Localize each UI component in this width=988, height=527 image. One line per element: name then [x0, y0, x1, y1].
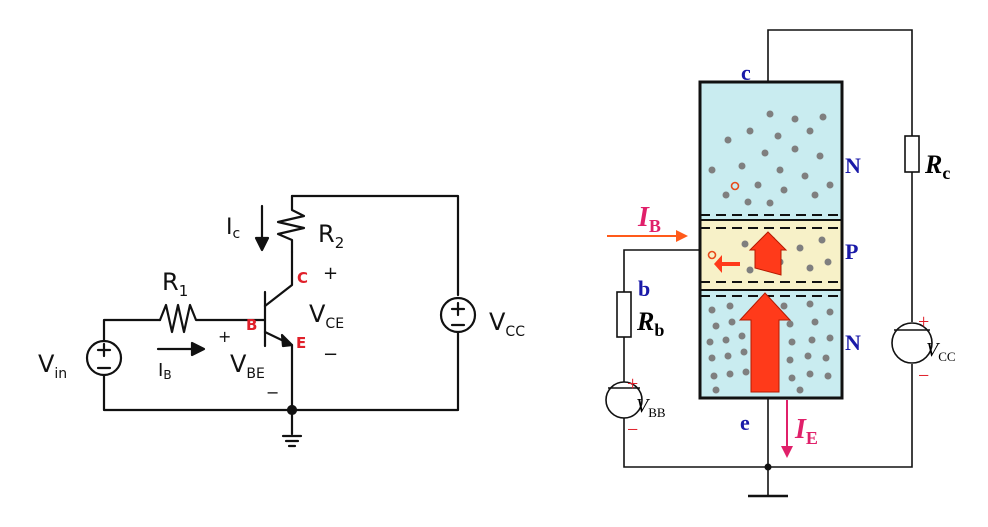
region-mid-label: P — [845, 239, 858, 264]
vbb-plus: + — [627, 373, 638, 395]
emitter-label: e — [740, 410, 750, 435]
vcc-right-label: VCC — [926, 339, 956, 364]
emitter-arrow-icon — [280, 333, 294, 348]
rc-resistor-icon — [904, 135, 920, 173]
left-circuit — [85, 194, 477, 448]
vbe-label: VBE — [230, 350, 265, 382]
emitter-current-arrow-icon — [738, 292, 792, 393]
ib-arrow-icon — [190, 341, 206, 357]
left-labels: Ic R2 R1 Vin IB VBE VCE VCC + − + − B C … — [38, 215, 525, 402]
rb-label: Rb — [636, 307, 664, 340]
ic-arrow-icon — [254, 236, 270, 252]
vce-plus: + — [323, 263, 338, 284]
vin-label: Vin — [38, 350, 67, 382]
vbb-label: VBB — [636, 395, 666, 420]
vce-minus: − — [323, 344, 338, 365]
vbe-minus: − — [266, 383, 279, 402]
ib-right-label: IB — [637, 202, 661, 236]
right-diagram — [605, 29, 933, 498]
vbb-source-icon — [605, 381, 643, 419]
ic-label: Ic — [226, 215, 240, 242]
vcc-label: VCC — [489, 308, 525, 340]
vce-label: VCE — [309, 300, 344, 332]
rc-label: Rc — [924, 150, 950, 183]
ib-label: IB — [158, 360, 172, 382]
r2-label: R2 — [318, 220, 344, 252]
ie-right-label: IE — [794, 414, 818, 448]
n-region-collector — [699, 81, 843, 221]
right-labels: c b e N P N IB IE Rb Rc VBB VCC + − + − — [627, 60, 956, 448]
rb-resistor-icon — [616, 291, 632, 338]
node-e-label: E — [296, 334, 306, 352]
vcc-minus: − — [918, 365, 929, 387]
hole-marker — [730, 181, 740, 191]
node-b-label: B — [246, 316, 257, 334]
carrier-dots — [706, 110, 834, 394]
vbb-minus: − — [627, 419, 638, 441]
ib-arrow-icon — [676, 230, 688, 242]
node-c-label: C — [297, 269, 308, 287]
hole-marker — [707, 250, 717, 260]
collector-current-arrow-icon — [748, 231, 788, 276]
collector-label: c — [741, 60, 751, 85]
ie-arrow-icon — [781, 446, 793, 458]
r2-resistor-icon — [276, 194, 306, 254]
vcc-right-source-icon — [891, 322, 933, 364]
region-bot-label: N — [845, 330, 861, 355]
region-top-label: N — [845, 153, 861, 178]
vbe-plus: + — [218, 327, 231, 346]
r1-resistor-icon — [158, 303, 267, 334]
vcc-plus: + — [918, 311, 929, 333]
r1-label: R1 — [162, 268, 188, 300]
base-recombination-arrow-icon — [714, 255, 740, 273]
base-label: b — [638, 276, 650, 301]
